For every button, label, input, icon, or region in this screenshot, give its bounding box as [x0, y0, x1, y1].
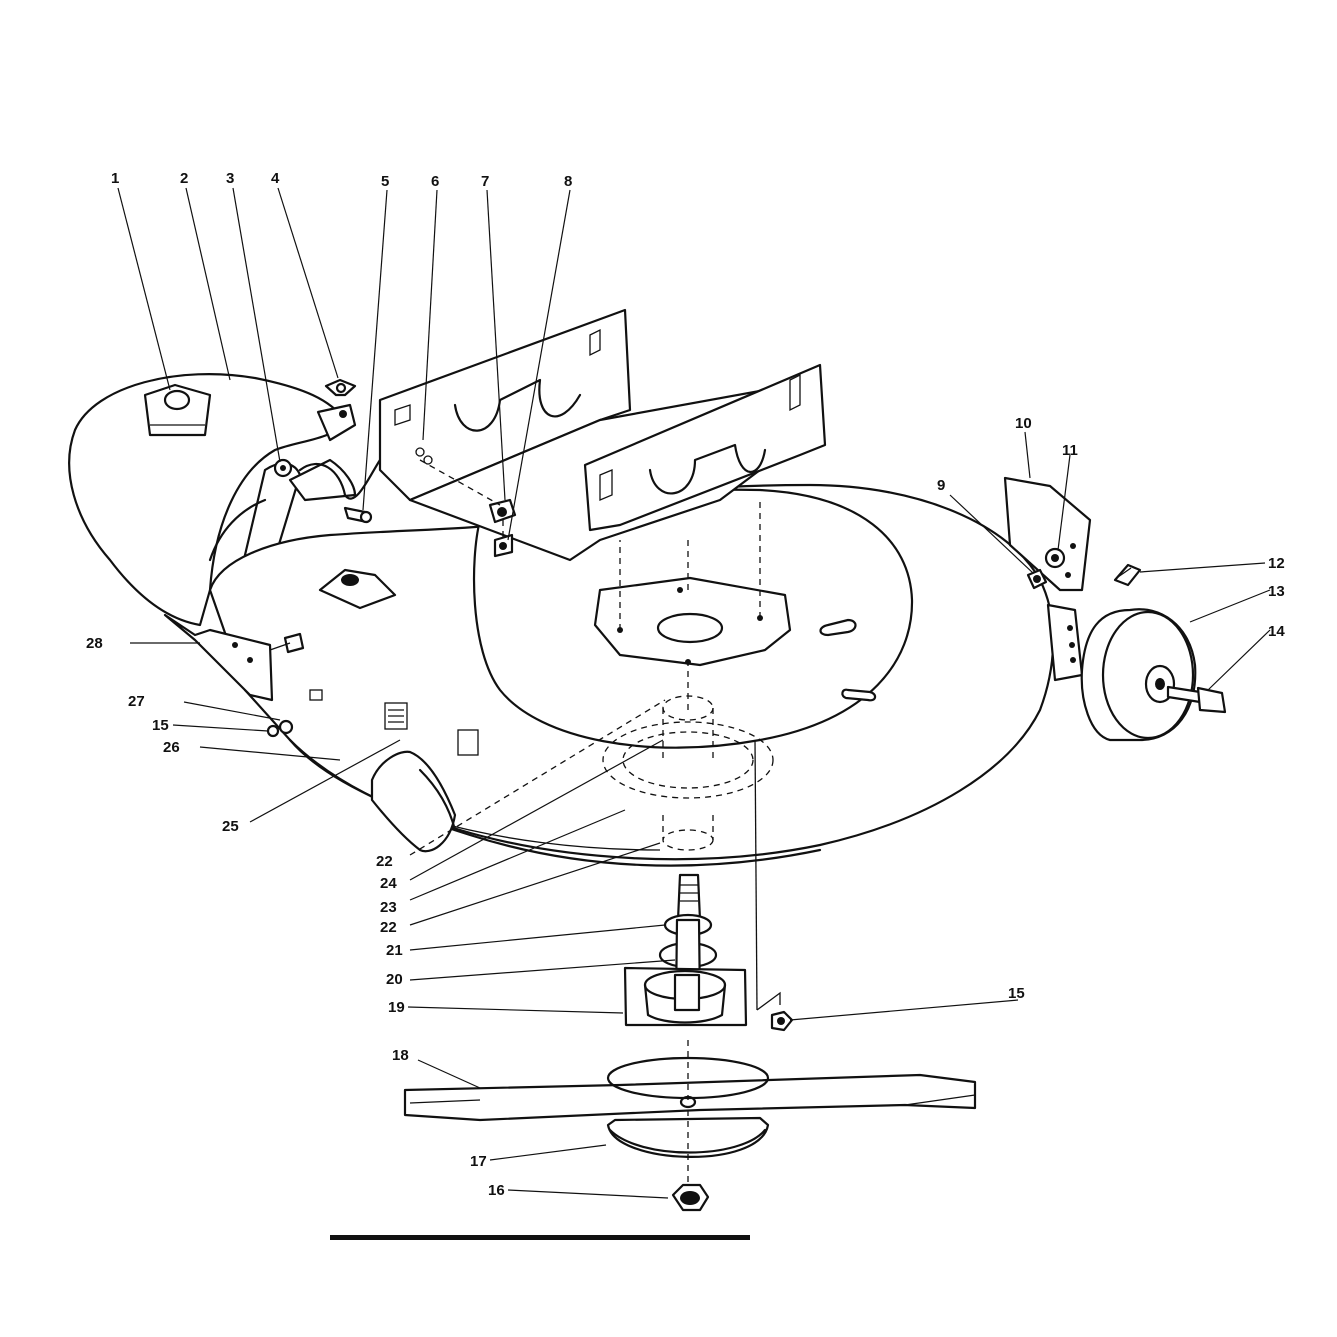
callout-27: 27	[128, 693, 145, 710]
wheel-bolt-part	[1113, 563, 1142, 587]
callout-17: 17	[470, 1153, 487, 1170]
bearing-plate-part	[623, 966, 748, 1027]
callout-22-b: 22	[380, 919, 397, 936]
nut-part	[770, 1010, 794, 1032]
deflector-part	[370, 750, 457, 853]
callout-8: 8	[564, 173, 572, 190]
callout-15-left: 15	[152, 717, 169, 734]
wheel-bracket-part	[1003, 476, 1092, 682]
bolt-assembly-part	[488, 498, 517, 558]
callout-9: 9	[937, 477, 945, 494]
callout-13: 13	[1268, 583, 1285, 600]
callout-20: 20	[386, 971, 403, 988]
callout-15-right: 15	[1008, 985, 1025, 1002]
callout-19: 19	[388, 999, 405, 1016]
callout-labels: 1 2 3 4 5 6 7 8 9 10 11 12 13 14 15 15 1…	[86, 170, 1285, 1199]
callout-22-a: 22	[376, 853, 393, 870]
hinge-plate-part	[163, 613, 323, 738]
callout-7: 7	[481, 173, 489, 190]
callout-11: 11	[1062, 442, 1078, 459]
cropped-footer-text	[330, 1235, 750, 1240]
deck-housing-part	[208, 483, 1055, 867]
callout-4: 4	[271, 170, 280, 187]
callout-28: 28	[86, 635, 103, 652]
callout-16: 16	[488, 1182, 505, 1199]
blade-nut-part	[671, 1183, 710, 1212]
callout-25: 25	[222, 818, 239, 835]
callout-3: 3	[226, 170, 234, 187]
callout-2: 2	[180, 170, 188, 187]
callout-12: 12	[1268, 555, 1285, 572]
callout-1: 1	[111, 170, 119, 187]
callout-10: 10	[1015, 415, 1032, 432]
callout-6: 6	[431, 173, 439, 190]
assembly-lines	[419, 459, 781, 1185]
callout-14: 14	[1268, 623, 1285, 640]
leader-lines	[117, 187, 1271, 1199]
wheel-part	[1080, 608, 1227, 742]
callout-24: 24	[380, 875, 397, 892]
callout-23: 23	[380, 899, 397, 916]
callout-26: 26	[163, 739, 180, 756]
callout-21: 21	[386, 942, 403, 959]
callout-18: 18	[392, 1047, 409, 1064]
callout-5: 5	[381, 173, 389, 190]
